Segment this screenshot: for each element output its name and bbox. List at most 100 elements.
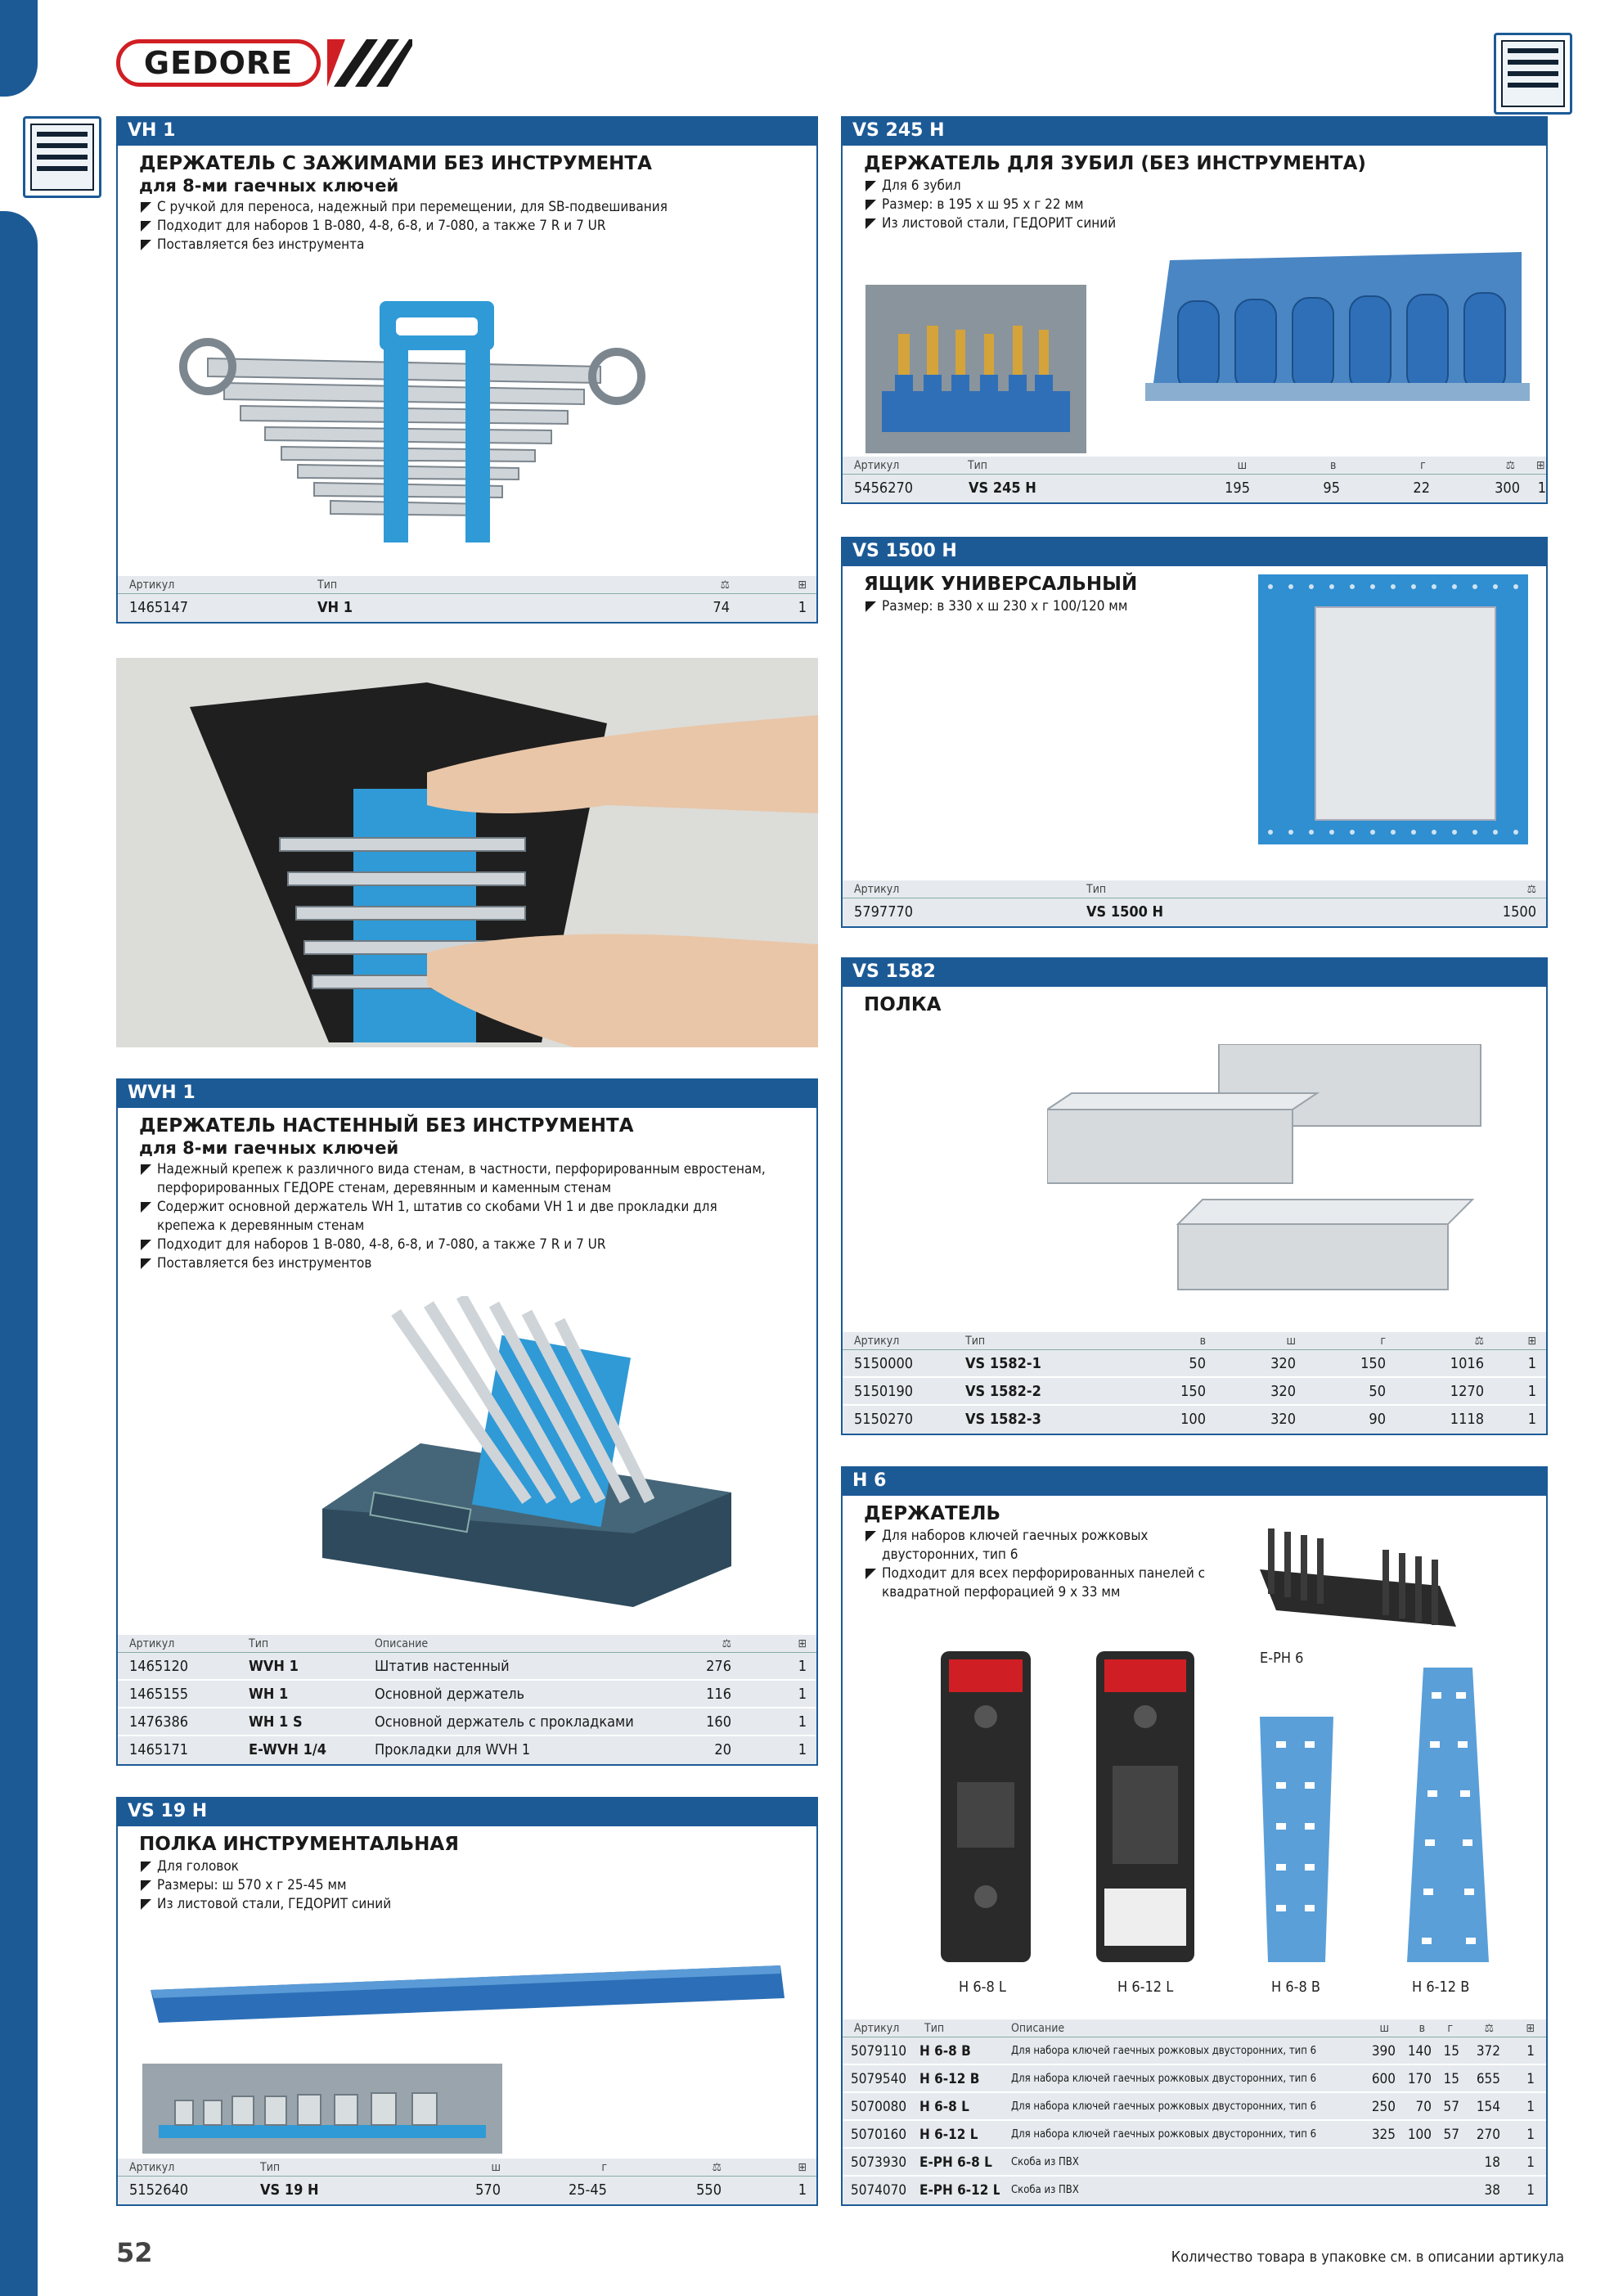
section-title: ЯЩИК УНИВЕРСАЛЬНЫЙ <box>864 574 1138 595</box>
tool-cabinet-icon <box>1494 33 1572 115</box>
product-image-wvh1 <box>322 1296 731 1607</box>
spec-table: Артикул Тип ⚖ ⊞ 1465147 VH 1 74 1 <box>118 576 816 622</box>
cell-d: 90 <box>1369 1411 1386 1428</box>
cell-art: 5150000 <box>854 1355 914 1372</box>
col-header: Тип <box>249 1637 269 1650</box>
cell-d: 57 <box>1443 2127 1459 2143</box>
feature-item: Размер: в 330 x ш 230 x г 100/120 мм <box>864 597 1546 616</box>
feature-item: Надежный крепеж к различного вида стенам… <box>139 1160 767 1198</box>
tool-cabinet-icon <box>23 116 101 198</box>
table-row: 1465147 VH 1 74 1 <box>118 594 816 622</box>
cell-h: 70 <box>1415 2099 1432 2115</box>
col-header: в <box>1418 2022 1425 2035</box>
section-code: VS 19 H <box>116 1797 818 1826</box>
table-row: 5150000 VS 1582-1 50 320 150 1016 1 <box>843 1350 1546 1378</box>
col-header: ш <box>1237 459 1248 472</box>
table-row: 5797770 VS 1500 H 1500 <box>843 898 1546 926</box>
cell-w: 390 <box>1371 2043 1396 2060</box>
feature-item: Поставляется без инструментов <box>139 1254 767 1273</box>
col-header: Артикул <box>129 579 175 592</box>
table-row: 5152640 VS 19 H 570 25-45 550 1 <box>118 2177 816 2204</box>
product-image-vs1500h <box>1258 574 1528 844</box>
cell-weight: 1270 <box>1450 1383 1484 1400</box>
table-row: 1476386 WH 1 S Основной держатель с прок… <box>118 1708 816 1736</box>
section-code: H 6 <box>841 1466 1548 1496</box>
cell-pack: 1 <box>1526 2099 1535 2115</box>
feature-item: Для головок <box>139 1857 816 1876</box>
cell-type: E-WVH 1/4 <box>249 1741 327 1758</box>
cell-type: H 6-12 B <box>919 2071 980 2087</box>
section-code: WVH 1 <box>116 1078 818 1108</box>
feature-item: Подходит для всех перфорированных панеле… <box>864 1564 1219 1602</box>
cell-desc: Штатив настенный <box>375 1658 510 1675</box>
cell-w: 600 <box>1371 2071 1396 2087</box>
cell-weight: 550 <box>696 2181 722 2199</box>
product-image-h6-12b <box>1407 1668 1489 1962</box>
table-row: 1465120 WVH 1 Штатив настенный 276 1 <box>118 1653 816 1681</box>
cell-art: 1465120 <box>129 1658 189 1675</box>
package-icon: ⊞ <box>798 1637 807 1650</box>
cell-desc: Скоба из ПВХ <box>1011 2156 1079 2168</box>
spec-table: Артикул Тип ш в г ⚖ ⊞ 5456270 VS 245 H 1… <box>843 457 1546 502</box>
cell-weight: 276 <box>706 1658 731 1675</box>
section-title: ПОЛКА ИНСТРУМЕНТАЛЬНАЯ <box>139 1834 459 1855</box>
cell-weight: 300 <box>1495 479 1520 497</box>
product-image-vh1 <box>179 301 645 542</box>
cell-art: 1465147 <box>129 599 189 616</box>
product-photo-wall-mount <box>116 658 818 1047</box>
cell-weight: 1500 <box>1502 903 1536 921</box>
cell-art: 5074070 <box>851 2182 907 2199</box>
cell-art: 1465171 <box>129 1741 189 1758</box>
cell-type: WH 1 <box>249 1686 289 1703</box>
section-code: VH 1 <box>116 116 818 146</box>
col-header: г <box>601 2161 607 2174</box>
section-title: ДЕРЖАТЕЛЬ НАСТЕННЫЙ БЕЗ ИНСТРУМЕНТА <box>139 1115 634 1137</box>
cell-pack: 1 <box>1526 2043 1535 2060</box>
feature-item: Размер: в 195 x ш 95 x г 22 мм <box>864 196 1546 214</box>
cell-pack: 1 <box>1526 2127 1535 2143</box>
cell-pack: 1 <box>1526 2154 1535 2171</box>
cell-art: 5150190 <box>854 1383 914 1400</box>
col-header: Артикул <box>854 2022 900 2035</box>
cell-w: 320 <box>1270 1383 1296 1400</box>
section-code: VS 1500 H <box>841 537 1548 566</box>
table-row: 5074070 E-PH 6-12 L Скоба из ПВХ 38 1 <box>843 2177 1546 2204</box>
cell-d <box>1435 2177 1463 2204</box>
section-vs245h: VS 245 H ДЕРЖАТЕЛЬ ДЛЯ ЗУБИЛ (БЕЗ ИНСТРУ… <box>841 116 1548 504</box>
cell-art: 5079540 <box>851 2071 907 2087</box>
cell-pack: 1 <box>798 599 807 616</box>
cell-desc: Основной держатель <box>375 1686 525 1703</box>
caption-h6-12b: H 6-12 B <box>1412 1979 1470 1996</box>
cell-art: 5456270 <box>854 479 914 497</box>
table-row: 5150270 VS 1582-3 100 320 90 1118 1 <box>843 1406 1546 1434</box>
feature-item: Содержит основной держатель WH 1, штатив… <box>139 1198 767 1236</box>
brand-logo: GEDORE <box>116 39 321 87</box>
cell-type: H 6-8 B <box>919 2043 971 2060</box>
cell-w: 320 <box>1270 1411 1296 1428</box>
feature-item: Поставляется без инструмента <box>139 236 816 254</box>
package-icon: ⊞ <box>798 579 807 592</box>
feature-list: Для головок Размеры: ш 570 x г 25-45 мм … <box>118 1857 816 1914</box>
cell-h: 100 <box>1180 1411 1206 1428</box>
cell-type: VS 1582-2 <box>965 1383 1041 1400</box>
scale-icon: ⚖ <box>1526 883 1536 896</box>
cell-type: H 6-12 L <box>919 2127 978 2143</box>
cell-pack: 1 <box>1527 1383 1536 1400</box>
feature-item: Для 6 зубил <box>864 177 1546 196</box>
cell-type: VS 19 H <box>260 2181 319 2199</box>
feature-item: Подходит для наборов 1 B-080, 4-8, 6-8, … <box>139 217 816 236</box>
section-vs1582: VS 1582 ПОЛКА Артикул Тип в ш г ⚖ ⊞ <box>841 957 1548 1435</box>
feature-list: С ручкой для переноса, надежный при пере… <box>118 198 816 254</box>
cell-art: 5152640 <box>129 2181 189 2199</box>
col-header: Тип <box>317 579 338 592</box>
col-header: ш <box>491 2161 501 2174</box>
caption-h6-12l: H 6-12 L <box>1117 1979 1174 1996</box>
cell-w <box>1351 2149 1399 2175</box>
cell-type: VS 1582-1 <box>965 1355 1041 1372</box>
cell-weight: 270 <box>1476 2127 1500 2143</box>
section-title: ДЕРЖАТЕЛЬ ДЛЯ ЗУБИЛ (БЕЗ ИНСТРУМЕНТА) <box>864 153 1366 174</box>
cell-weight: 74 <box>713 599 730 616</box>
cell-desc: Для набора ключей гаечных рожковых двуст… <box>1011 2128 1317 2141</box>
cell-h: 95 <box>1323 479 1340 497</box>
cell-desc: Скоба из ПВХ <box>1011 2184 1079 2196</box>
